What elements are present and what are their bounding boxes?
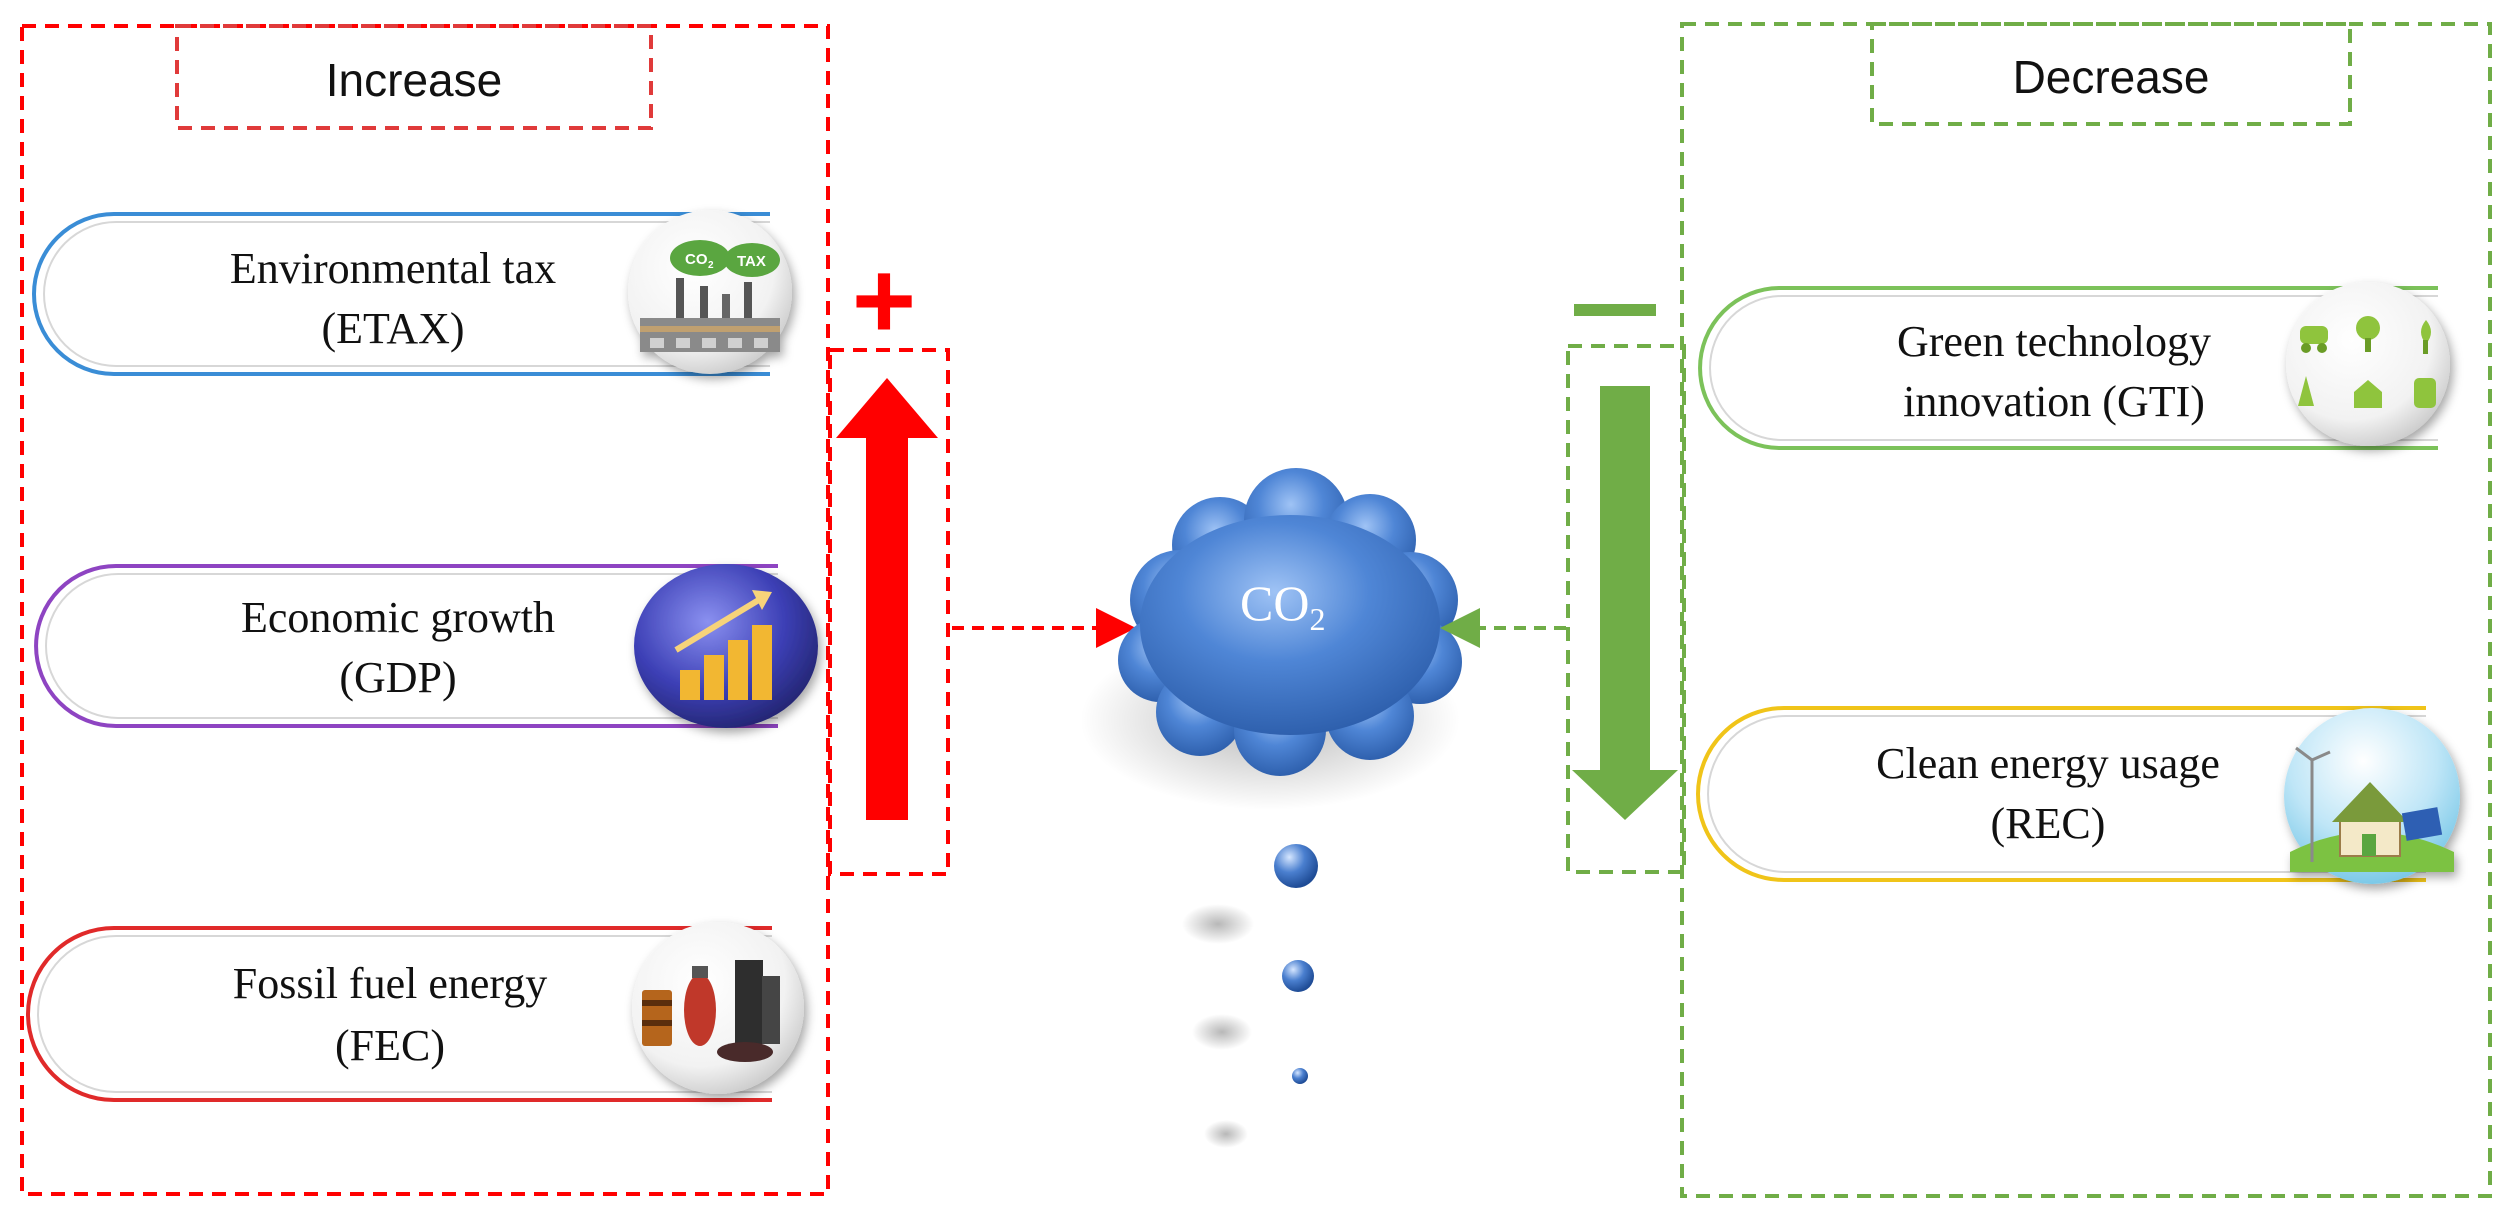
decrease-arrow [1572, 386, 1678, 820]
co2-cloud: CO2 [1080, 468, 1462, 810]
node-fec-line2: (FEC) [335, 1021, 445, 1070]
node-gti: Green technology innovation (GTI) [1698, 282, 2450, 450]
decrease-header-frame [1870, 22, 2352, 126]
node-fec-pill [26, 926, 772, 1102]
node-etax: Environmental tax (ETAX) CO 2 TAX [32, 210, 792, 376]
node-etax-pill [32, 212, 770, 376]
increase-arrow-frame [828, 348, 950, 876]
node-etax-line2: (ETAX) [321, 304, 464, 353]
decrease-group-frame [1680, 22, 2492, 1198]
fossil-fuel-icon [632, 922, 804, 1094]
node-gdp-pill [34, 564, 778, 728]
decrease-sign [1574, 304, 1656, 316]
svg-text:2: 2 [708, 260, 714, 271]
node-gti-line1: Green technology [1897, 317, 2211, 366]
clean-energy-house-icon [2284, 708, 2460, 884]
decrease-sign-text: — [1610, 312, 1620, 323]
node-rec-pill [1696, 706, 2426, 882]
co2-bubbles [1182, 844, 1318, 1148]
node-gdp-line2: (GDP) [339, 653, 456, 702]
node-etax-line1: Environmental tax [230, 244, 556, 293]
co2-tax-factory-icon: CO 2 TAX [628, 210, 792, 374]
increase-arrow [836, 378, 938, 820]
node-rec-line1: Clean energy usage [1876, 739, 2220, 788]
svg-text:TAX: TAX [737, 253, 766, 270]
decrease-arrow-frame [1566, 344, 1686, 874]
node-rec-line2: (REC) [1991, 799, 2106, 848]
node-gti-pill [1698, 286, 2438, 450]
increase-header-frame [175, 24, 653, 130]
decrease-header: Decrease [2013, 51, 2210, 103]
node-gdp: Economic growth (GDP) [34, 564, 818, 728]
increase-sign: + [852, 239, 916, 362]
increase-header: Increase [326, 54, 502, 106]
node-rec: Clean energy usage (REC) [1696, 706, 2460, 884]
svg-text:CO: CO [685, 251, 708, 268]
node-fec-line1: Fossil fuel energy [233, 959, 548, 1008]
node-fec: Fossil fuel energy (FEC) [26, 922, 804, 1102]
node-gdp-line1: Economic growth [241, 593, 555, 642]
co2-label: CO2 [1240, 575, 1325, 637]
node-gti-line2: innovation (GTI) [1903, 377, 2205, 426]
green-tech-icon [2286, 282, 2450, 446]
growth-chart-icon [634, 564, 818, 728]
